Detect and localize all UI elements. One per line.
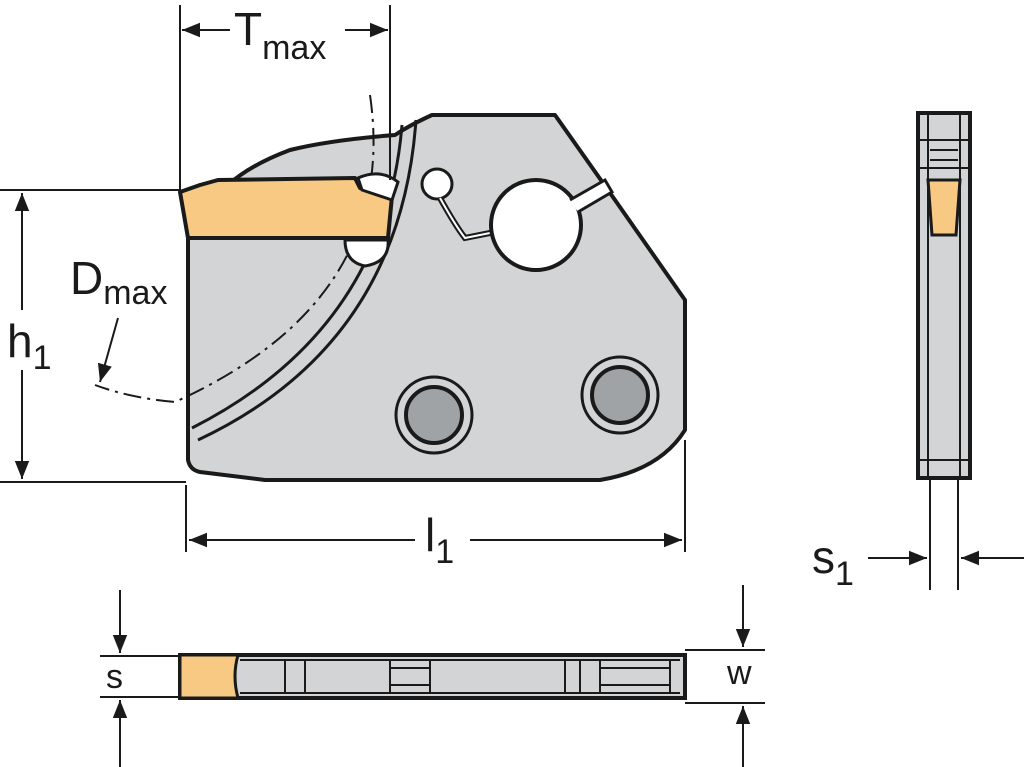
slot-right [569, 177, 615, 214]
s1-sub: 1 [835, 555, 854, 593]
l1-main: l [425, 509, 436, 561]
s1-main: s [812, 531, 835, 583]
t-max-label: Tmax [234, 3, 326, 65]
relief-bottom [343, 238, 390, 268]
dimensions-main [0, 5, 686, 552]
l1-label: l1 [425, 509, 454, 569]
screw-right [590, 365, 650, 425]
l1-sub: 1 [435, 533, 455, 571]
dimensions-bottom [100, 585, 765, 767]
end-view-body [916, 111, 972, 480]
relief-top [356, 172, 400, 202]
d-max-main: D [70, 252, 104, 304]
h1-sub: 1 [32, 339, 52, 377]
h1-label: h1 [5, 315, 54, 375]
t-max-main: T [234, 3, 263, 55]
t-max-sub: max [262, 29, 327, 67]
dmax-arc [94, 94, 375, 404]
end-view-insert [926, 178, 962, 237]
d-max-sub: max [103, 274, 168, 312]
large-hole [489, 178, 583, 272]
end-view [868, 111, 1024, 590]
top-view [178, 653, 687, 700]
top-view-body [178, 653, 687, 700]
top-view-insert [178, 653, 240, 700]
d-max-label: Dmax [70, 252, 167, 310]
groove-line-2 [197, 119, 418, 442]
main-view [94, 94, 687, 482]
s-label: s [106, 658, 123, 696]
h1-main: h [7, 315, 33, 367]
w-label: w [727, 654, 752, 692]
slot-channel-inner [439, 197, 496, 240]
screw-left [404, 385, 464, 445]
s1-label: s1 [812, 531, 854, 591]
small-hole [420, 167, 454, 201]
